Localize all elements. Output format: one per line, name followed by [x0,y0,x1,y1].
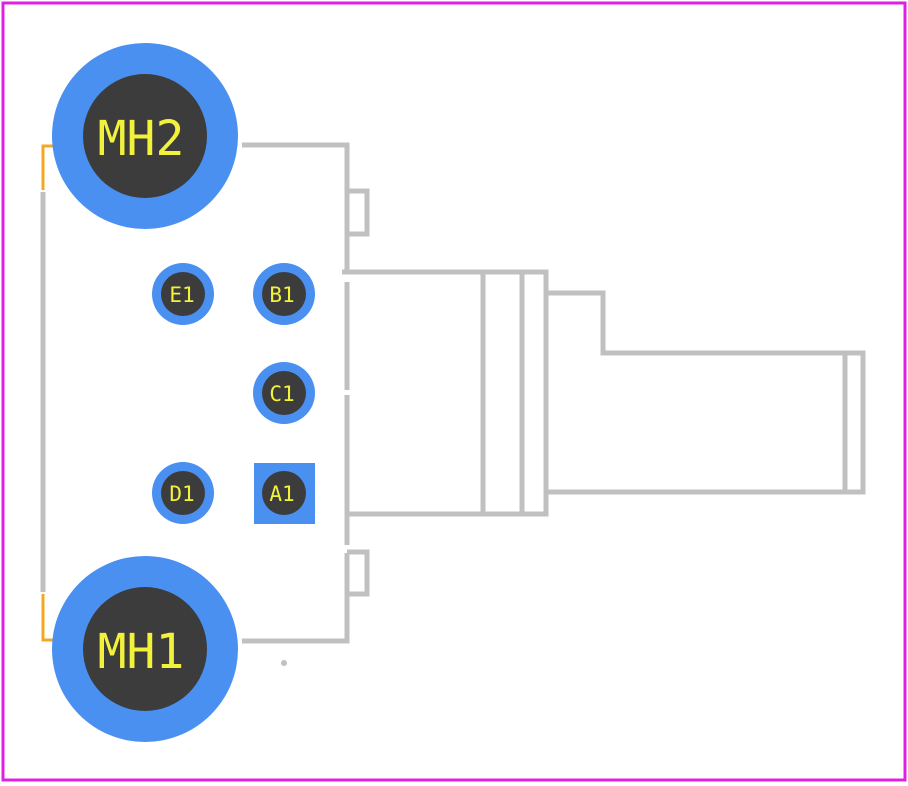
mounting-hole-mh2: MH2 [52,43,238,229]
pad-d1: D1 [152,462,214,524]
pad-c1-drill [262,371,306,415]
silk-bottom-edge [242,553,350,644]
pad-b1: B1 [253,263,315,325]
mh2-label: MH2 [98,111,185,167]
silk-tab-bottom [347,549,370,597]
silkscreen-body [40,142,866,666]
pad-e1: E1 [152,263,214,325]
pad-c1: C1 [253,362,315,424]
silk-bushing [342,269,549,517]
pad-e1-label: E1 [169,283,194,307]
pad-a1: A1 [254,463,315,524]
mh1-drill [83,587,207,711]
silk-shaft [546,290,866,495]
pad-d1-drill [161,471,205,515]
pad-b1-label: B1 [269,283,294,307]
mh2-drill [83,74,207,198]
fab-outline-bottom [41,594,55,642]
pad-d1-label: D1 [169,482,194,506]
pad-a1-label: A1 [269,482,294,506]
mh1-label: MH1 [98,624,185,680]
pin1-marker-dot [281,660,287,666]
mounting-hole-mh1: MH1 [52,556,238,742]
silk-tab-top [347,188,370,237]
pad-b1-drill [262,272,306,316]
pad-e1-drill [161,272,205,316]
pad-c1-label: C1 [269,382,294,406]
fab-outline-top [41,144,55,190]
silk-top-edge [242,142,350,270]
pad-a1-drill [262,471,306,515]
